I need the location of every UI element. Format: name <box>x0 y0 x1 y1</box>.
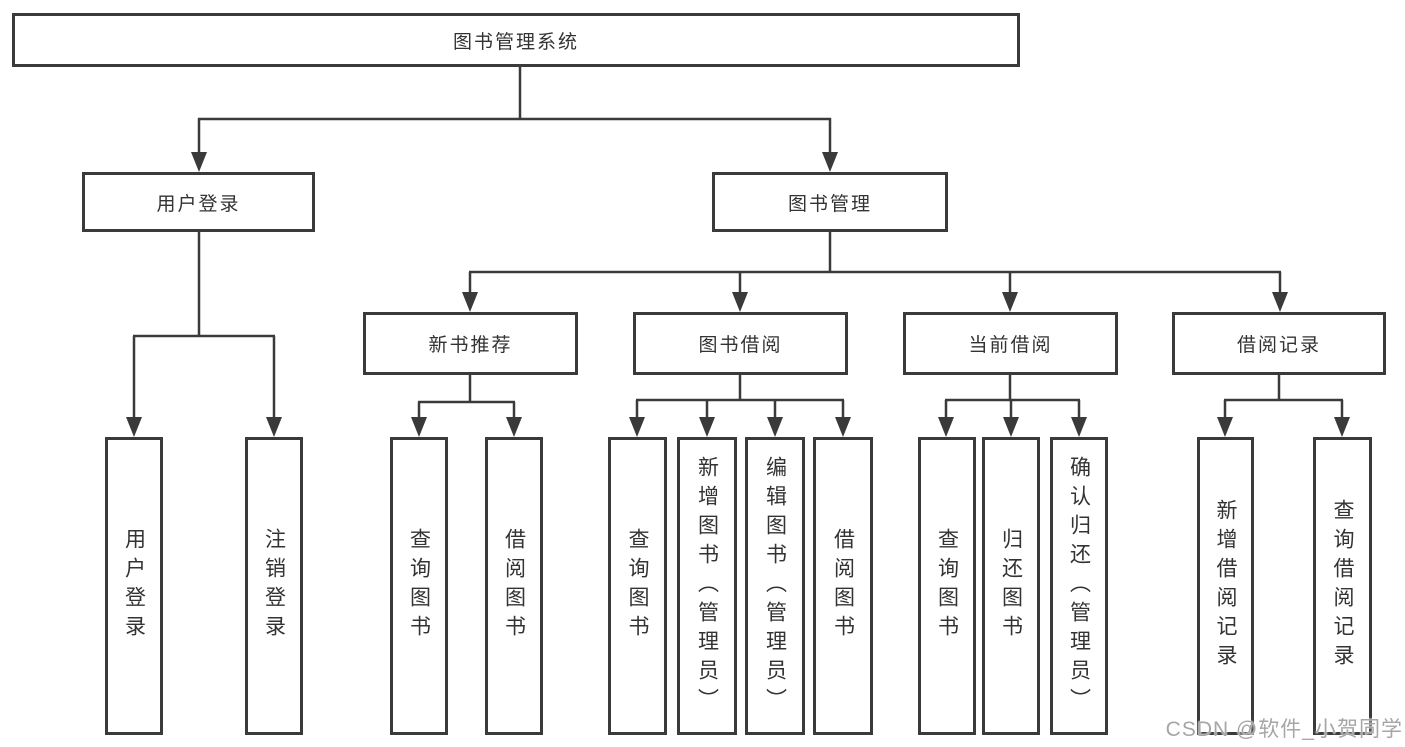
leaf-query-borrow-record: 查询借阅记录 <box>1313 437 1372 735</box>
node-borrow-records-label: 借阅记录 <box>1236 335 1321 356</box>
leaf-edit-book-admin: 编辑图书（管理员） <box>745 437 805 735</box>
arrowhead <box>938 417 954 437</box>
leaf-return-book: 归还图书 <box>982 437 1040 735</box>
leaf-query-borrow-record-label: 查询借阅记录 <box>1331 499 1354 673</box>
node-current-borrowing-label: 当前借阅 <box>968 335 1053 356</box>
leaf-query-books-current-label: 查询图书 <box>935 528 959 644</box>
edge-user-login-to-children <box>126 232 282 437</box>
edge-book-management-to-level3 <box>462 232 1288 312</box>
leaf-return-book-label: 归还图书 <box>999 528 1023 644</box>
arrowhead <box>1334 417 1350 437</box>
leaf-query-books-recommend: 查询图书 <box>390 437 448 735</box>
arrowhead <box>1002 292 1018 312</box>
arrowhead <box>462 292 478 312</box>
arrowhead <box>266 417 282 437</box>
arrowhead <box>732 292 748 312</box>
leaf-user-login-label: 用户登录 <box>122 528 146 644</box>
leaf-query-books-borrowing-label: 查询图书 <box>626 528 649 644</box>
node-book-borrowing: 图书借阅 <box>633 312 848 375</box>
node-book-management-label: 图书管理 <box>787 193 872 215</box>
node-root-system-label: 图书管理系统 <box>452 31 579 53</box>
arrowhead <box>699 417 715 437</box>
leaf-add-borrow-record: 新增借阅记录 <box>1197 437 1254 735</box>
leaf-borrow-books: 借阅图书 <box>813 437 873 735</box>
leaf-confirm-return-admin: 确认归还（管理员） <box>1050 437 1108 735</box>
arrowhead <box>191 152 207 172</box>
leaf-edit-book-admin-label: 编辑图书（管理员） <box>763 455 787 717</box>
node-new-book-recommend: 新书推荐 <box>363 312 578 375</box>
leaf-logout-label: 注销登录 <box>262 528 286 644</box>
node-book-management: 图书管理 <box>712 172 948 232</box>
node-new-book-recommend-label: 新书推荐 <box>428 335 513 356</box>
leaf-add-book-admin-label: 新增图书（管理员） <box>695 455 719 717</box>
edge-borrow-records-to-children <box>1217 375 1350 437</box>
arrowhead <box>767 417 783 437</box>
leaf-borrow-books-recommend-label: 借阅图书 <box>502 528 526 644</box>
arrowhead <box>629 417 645 437</box>
leaf-add-book-admin: 新增图书（管理员） <box>677 437 737 735</box>
leaf-add-borrow-record-label: 新增借阅记录 <box>1214 499 1237 673</box>
edge-new-books-to-children <box>411 375 522 437</box>
arrowhead <box>822 152 838 172</box>
leaf-confirm-return-admin-label: 确认归还（管理员） <box>1067 455 1091 717</box>
node-borrow-records: 借阅记录 <box>1172 312 1386 375</box>
arrowhead <box>1071 417 1087 437</box>
arrowhead <box>506 417 522 437</box>
node-current-borrowing: 当前借阅 <box>903 312 1118 375</box>
leaf-borrow-books-recommend: 借阅图书 <box>485 437 543 735</box>
node-user-login: 用户登录 <box>82 172 315 232</box>
leaf-logout: 注销登录 <box>245 437 303 735</box>
arrowhead <box>411 417 427 437</box>
arrowhead <box>1217 417 1233 437</box>
leaf-query-books-current: 查询图书 <box>918 437 976 735</box>
leaf-borrow-books-label: 借阅图书 <box>831 528 855 644</box>
csdn-watermark: CSDN @软件_小贺同学 <box>1165 718 1403 741</box>
leaf-query-books-recommend-label: 查询图书 <box>407 528 431 644</box>
leaf-query-books-borrowing: 查询图书 <box>608 437 667 735</box>
arrowhead <box>1272 292 1288 312</box>
edge-book-borrowing-to-children <box>629 375 851 437</box>
node-book-borrowing-label: 图书借阅 <box>698 335 783 356</box>
node-root-system: 图书管理系统 <box>12 13 1020 67</box>
arrowhead <box>126 417 142 437</box>
edge-current-borrowing-to-children <box>938 375 1087 437</box>
leaf-user-login: 用户登录 <box>105 437 163 735</box>
arrowhead <box>1003 417 1019 437</box>
edge-root-to-level2 <box>191 67 838 172</box>
node-user-login-label: 用户登录 <box>156 193 241 215</box>
arrowhead <box>835 417 851 437</box>
